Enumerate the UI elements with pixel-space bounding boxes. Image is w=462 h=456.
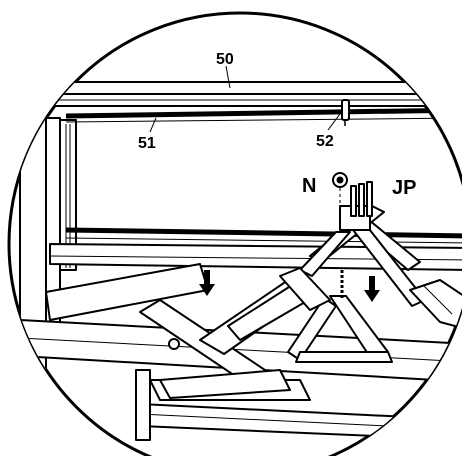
rod-upper	[65, 107, 462, 119]
leader-lines	[149, 65, 341, 133]
callout-52: 52	[316, 133, 334, 150]
diagonal-legs	[139, 267, 393, 395]
bolts	[350, 181, 373, 217]
down-arrow-left	[199, 270, 215, 296]
nut	[332, 172, 348, 230]
top-rail	[49, 81, 462, 107]
callout-n: N	[302, 175, 316, 197]
rod-lower	[65, 227, 462, 239]
callout-jp: JP	[392, 177, 416, 199]
right-block	[409, 279, 462, 331]
pin	[341, 99, 350, 126]
callout-50: 50	[216, 51, 234, 68]
down-arrow-right	[364, 276, 380, 302]
callout-51: 51	[138, 135, 156, 152]
